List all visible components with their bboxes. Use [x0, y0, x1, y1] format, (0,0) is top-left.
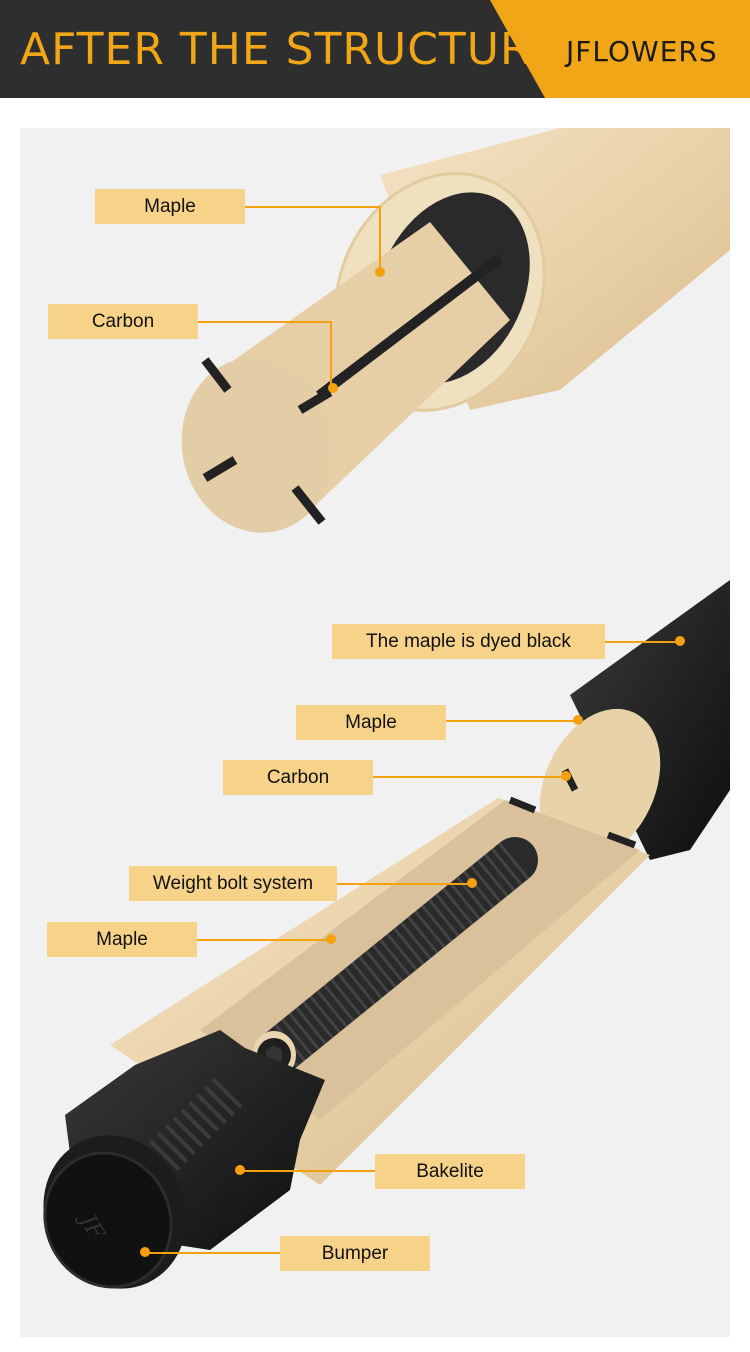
shaft-dowel: [181, 222, 510, 533]
leader-line: [197, 939, 331, 941]
leader-line: [379, 206, 381, 272]
leader-line: [330, 321, 332, 387]
leader-line: [446, 720, 578, 722]
leader-line: [145, 1252, 280, 1254]
label-maple-butt: Maple: [47, 922, 197, 957]
label-maple-sleeve: Maple: [296, 705, 446, 740]
label-carbon-shaft: Carbon: [48, 304, 198, 339]
callout-dot: [328, 383, 338, 393]
page-title: AFTER THE STRUCTURE: [20, 24, 561, 75]
leader-line: [240, 1170, 375, 1172]
brand-banner-shape: [490, 0, 750, 98]
callout-dot: [235, 1165, 245, 1175]
callout-dot: [675, 636, 685, 646]
leader-line: [245, 206, 380, 208]
callout-dot: [561, 771, 571, 781]
label-carbon-butt: Carbon: [223, 760, 373, 795]
label-maple-shaft: Maple: [95, 189, 245, 224]
leader-line: [373, 776, 566, 778]
leader-line: [605, 641, 680, 643]
label-dyed-black-maple: The maple is dyed black: [332, 624, 605, 659]
label-bumper: Bumper: [280, 1236, 430, 1271]
header-banner: AFTER THE STRUCTURE JFLOWERS: [0, 0, 750, 98]
leader-line: [337, 883, 472, 885]
structure-diagram: JF Maple Carbon The maple is dyed black …: [20, 128, 730, 1337]
label-bakelite: Bakelite: [375, 1154, 525, 1189]
leader-line: [198, 321, 331, 323]
callout-dot: [375, 267, 385, 277]
callout-dot: [140, 1247, 150, 1257]
callout-dot: [326, 934, 336, 944]
callout-dot: [573, 715, 583, 725]
label-weight-bolt-system: Weight bolt system: [129, 866, 337, 901]
callout-dot: [467, 878, 477, 888]
butt-black-sleeve: [539, 580, 730, 862]
brand-name: JFLOWERS: [566, 35, 718, 68]
bumper: JF: [43, 1135, 187, 1289]
cue-illustration: JF: [43, 128, 730, 1289]
